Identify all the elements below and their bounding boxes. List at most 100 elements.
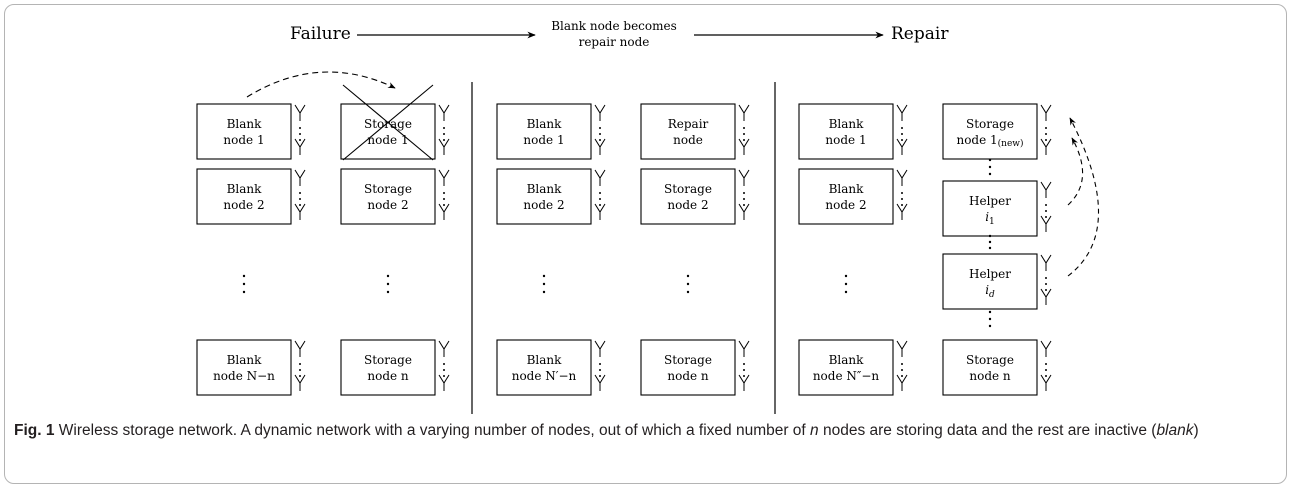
panel3-right-ellipsis-2 (988, 234, 992, 250)
node-label-subscript: d (989, 290, 995, 300)
node-label-var: i (985, 210, 989, 224)
node-label-line2: node 1 (367, 133, 408, 147)
antenna-ellipsis-dot (443, 198, 445, 200)
antenna-ellipsis-dot (599, 375, 601, 377)
node-box (798, 103, 894, 160)
antenna-icon (1040, 340, 1052, 357)
antenna-ellipsis-dot (743, 369, 745, 371)
node-box (340, 168, 436, 225)
ellipsis-dot (386, 274, 390, 278)
panel1-right-node-1: Storage node 1 (340, 103, 450, 160)
node-label-line1: Storage (966, 353, 1014, 367)
antenna-ellipsis-dot (901, 133, 903, 135)
antenna-ellipsis-dot (599, 204, 601, 206)
caption-text-a: Wireless storage network. A dynamic netw… (54, 422, 811, 439)
node-box (640, 168, 736, 225)
antenna-ellipsis-dot (443, 363, 445, 365)
antenna-icon (896, 169, 908, 186)
caption-text-b: nodes are storing data and the rest are … (818, 422, 1157, 439)
antenna-icon (738, 169, 750, 186)
antenna-ellipsis-dot (901, 204, 903, 206)
antenna-icon (738, 374, 750, 391)
antenna-ellipsis-dot (1045, 204, 1047, 206)
antenna-icon (1040, 138, 1052, 155)
antenna-icon (594, 169, 606, 186)
node-box (942, 253, 1038, 310)
node-label-line1: Blank (829, 182, 865, 196)
antenna-icon (738, 138, 750, 155)
node-label-line2: node n (367, 369, 409, 383)
node-label-line2: node 2 (523, 198, 564, 212)
antenna-ellipsis-dot (743, 133, 745, 135)
antenna-ellipsis-dot (443, 204, 445, 206)
antenna-icon (896, 203, 908, 220)
node-label-line1: Storage (364, 353, 412, 367)
antenna-icon (896, 138, 908, 155)
node-label-line1: Helper (969, 194, 1011, 208)
ellipsis-dot (686, 290, 690, 294)
antenna-ellipsis-dot (599, 133, 601, 135)
node-label-line2: node N′−n (512, 369, 577, 383)
node-box (496, 103, 592, 160)
ellipsis-dot (988, 172, 992, 176)
ellipsis-dot (988, 165, 992, 169)
node-label-line2: node N−n (213, 369, 275, 383)
node-box (640, 339, 736, 396)
node-box (798, 168, 894, 225)
extras-layer (246, 71, 1100, 277)
node-label-var: i (985, 283, 989, 297)
process-header: Failure Blank node becomes repair node R… (290, 19, 949, 49)
antenna-ellipsis-dot (443, 369, 445, 371)
ellipsis-dot (988, 246, 992, 250)
antenna-ellipsis-dot (1045, 210, 1047, 212)
node-label-line1: Storage (364, 117, 412, 131)
ellipsis-dot (542, 290, 546, 294)
antenna-icon (294, 203, 306, 220)
antenna-icon (294, 169, 306, 186)
ellipsis-dot (542, 274, 546, 278)
antenna-ellipsis-dot (901, 363, 903, 365)
antenna-ellipsis-dot (299, 133, 301, 135)
antenna-ellipsis-dot (599, 369, 601, 371)
antenna-ellipsis-dot (299, 198, 301, 200)
helper-i1-dashed-arrow (1067, 137, 1084, 206)
node-box (798, 339, 894, 396)
ellipsis-dot (988, 310, 992, 314)
panel1-left-node-last: Blank node N−n (196, 339, 306, 396)
antenna-ellipsis-dot (901, 375, 903, 377)
ellipsis-dot (686, 282, 690, 286)
caption-text-c: ) (1193, 422, 1199, 439)
antenna-ellipsis-dot (743, 192, 745, 194)
antenna-icon (438, 169, 450, 186)
antenna-icon (594, 138, 606, 155)
antenna-icon (438, 104, 450, 121)
node-label-line1: Blank (829, 117, 865, 131)
node-label-line2: node 2 (667, 198, 708, 212)
node-label-line1: Blank (227, 353, 263, 367)
antenna-ellipsis-dot (443, 139, 445, 141)
panel3-helper-id: Helper id (942, 253, 1052, 310)
node-label-line1: Storage (664, 182, 712, 196)
node-label-subscript: (new) (998, 138, 1024, 149)
antenna-ellipsis-dot (1045, 277, 1047, 279)
ellipsis-dot (686, 274, 690, 278)
node-label-line1: Storage (664, 353, 712, 367)
antenna-ellipsis-dot (299, 192, 301, 194)
ellipsis-dot (242, 282, 246, 286)
ellipsis-dot (844, 290, 848, 294)
failure-cross-icon (342, 84, 434, 161)
ellipsis-dot (386, 290, 390, 294)
ellipsis-dot (988, 240, 992, 244)
antenna-ellipsis-dot (743, 375, 745, 377)
ellipsis-dot (988, 158, 992, 162)
node-box (196, 168, 292, 225)
antenna-icon (896, 104, 908, 121)
node-label-line1: Helper (969, 267, 1011, 281)
ellipsis-dot (844, 274, 848, 278)
